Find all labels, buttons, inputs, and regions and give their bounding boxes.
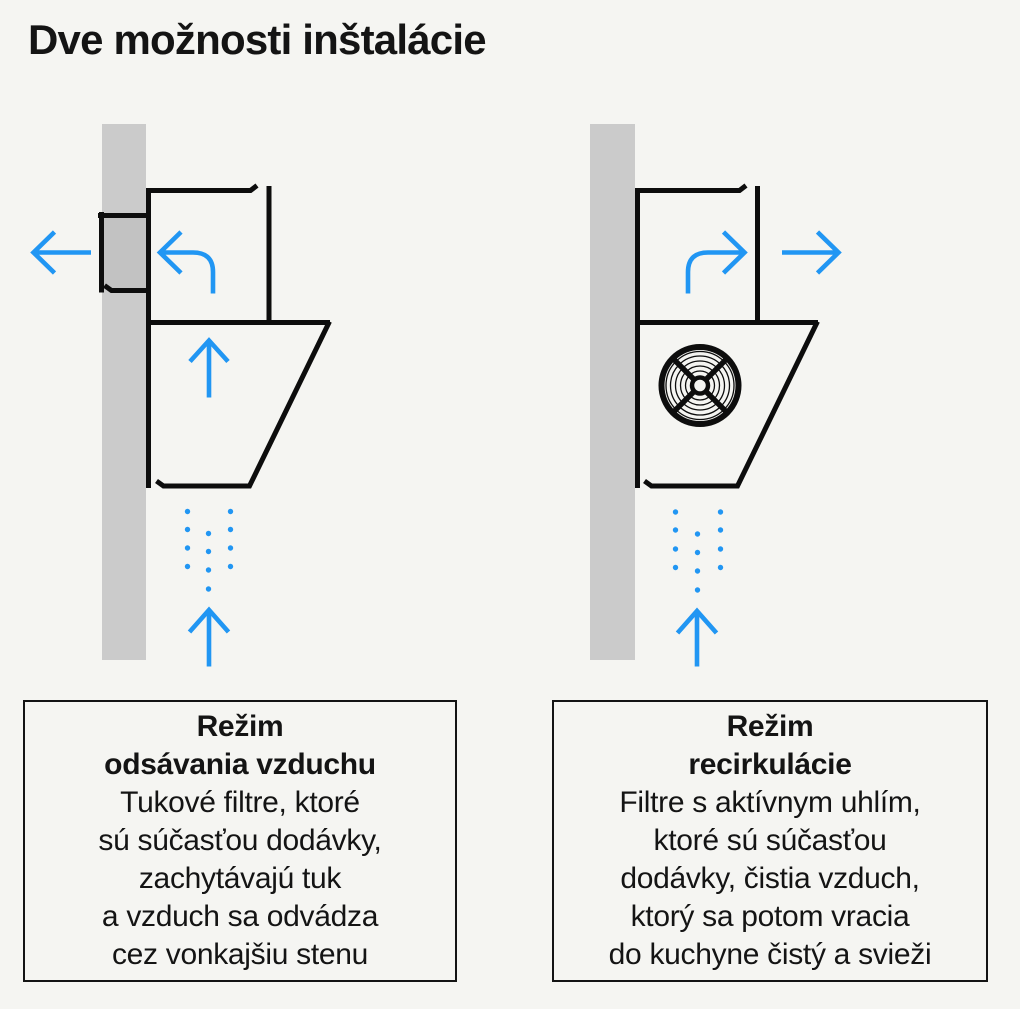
recirculation-caption-box: Režim recirkulácie Filtre s aktívnym uhl… — [552, 700, 988, 982]
extraction-body-line: cez vonkajšiu stenu — [111, 938, 369, 971]
extraction-body-line: zachytávajú tuk — [138, 862, 342, 895]
recirculation-body-line: dodávky, čistia vzduch, — [620, 862, 920, 895]
recirculation-body-line: Filtre s aktívnym uhlím, — [619, 786, 921, 819]
wall — [102, 124, 146, 660]
extraction-title-line: odsávania vzduchu — [104, 748, 376, 781]
hood-outline — [635, 183, 820, 489]
arrow-out-left-icon — [30, 230, 91, 275]
airflow-dots-icon — [672, 509, 724, 593]
arrow-turn-right-icon — [685, 230, 748, 294]
recirculation-body-line: ktoré sú súčasťou — [653, 824, 887, 857]
airflow-dots-icon — [184, 508, 234, 592]
recirculation-title-line: Režim — [726, 710, 814, 743]
wall — [590, 124, 635, 660]
extraction-mode-diagram — [30, 124, 332, 667]
arrow-turn-left-icon — [156, 230, 216, 294]
hood-outline — [146, 183, 332, 489]
fan-icon — [658, 344, 742, 427]
recirculation-title-line: recirkulácie — [688, 748, 852, 781]
page-title: Dve možnosti inštalácie — [28, 16, 487, 63]
arrow-out-right-icon — [782, 230, 842, 275]
extraction-caption-box: Režim odsávania vzduchu Tukové filtre, k… — [23, 700, 457, 982]
arrow-up-icon — [188, 337, 230, 398]
extraction-body-line: a vzduch sa odvádza — [101, 900, 379, 933]
arrow-up-intake-icon — [675, 607, 719, 667]
recirculation-mode-diagram — [590, 124, 842, 667]
recirculation-body-line: do kuchyne čistý a svieži — [608, 938, 932, 971]
extraction-title-line: Režim — [196, 710, 284, 743]
recirculation-body-line: ktorý sa potom vracia — [630, 900, 910, 933]
duct-through-wall-fill — [104, 215, 148, 289]
duct-through-wall-outline — [98, 212, 148, 293]
arrow-up-intake-icon — [187, 606, 231, 667]
extraction-body-line: sú súčasťou dodávky, — [98, 824, 382, 857]
extraction-body-line: Tukové filtre, ktoré — [120, 786, 360, 819]
